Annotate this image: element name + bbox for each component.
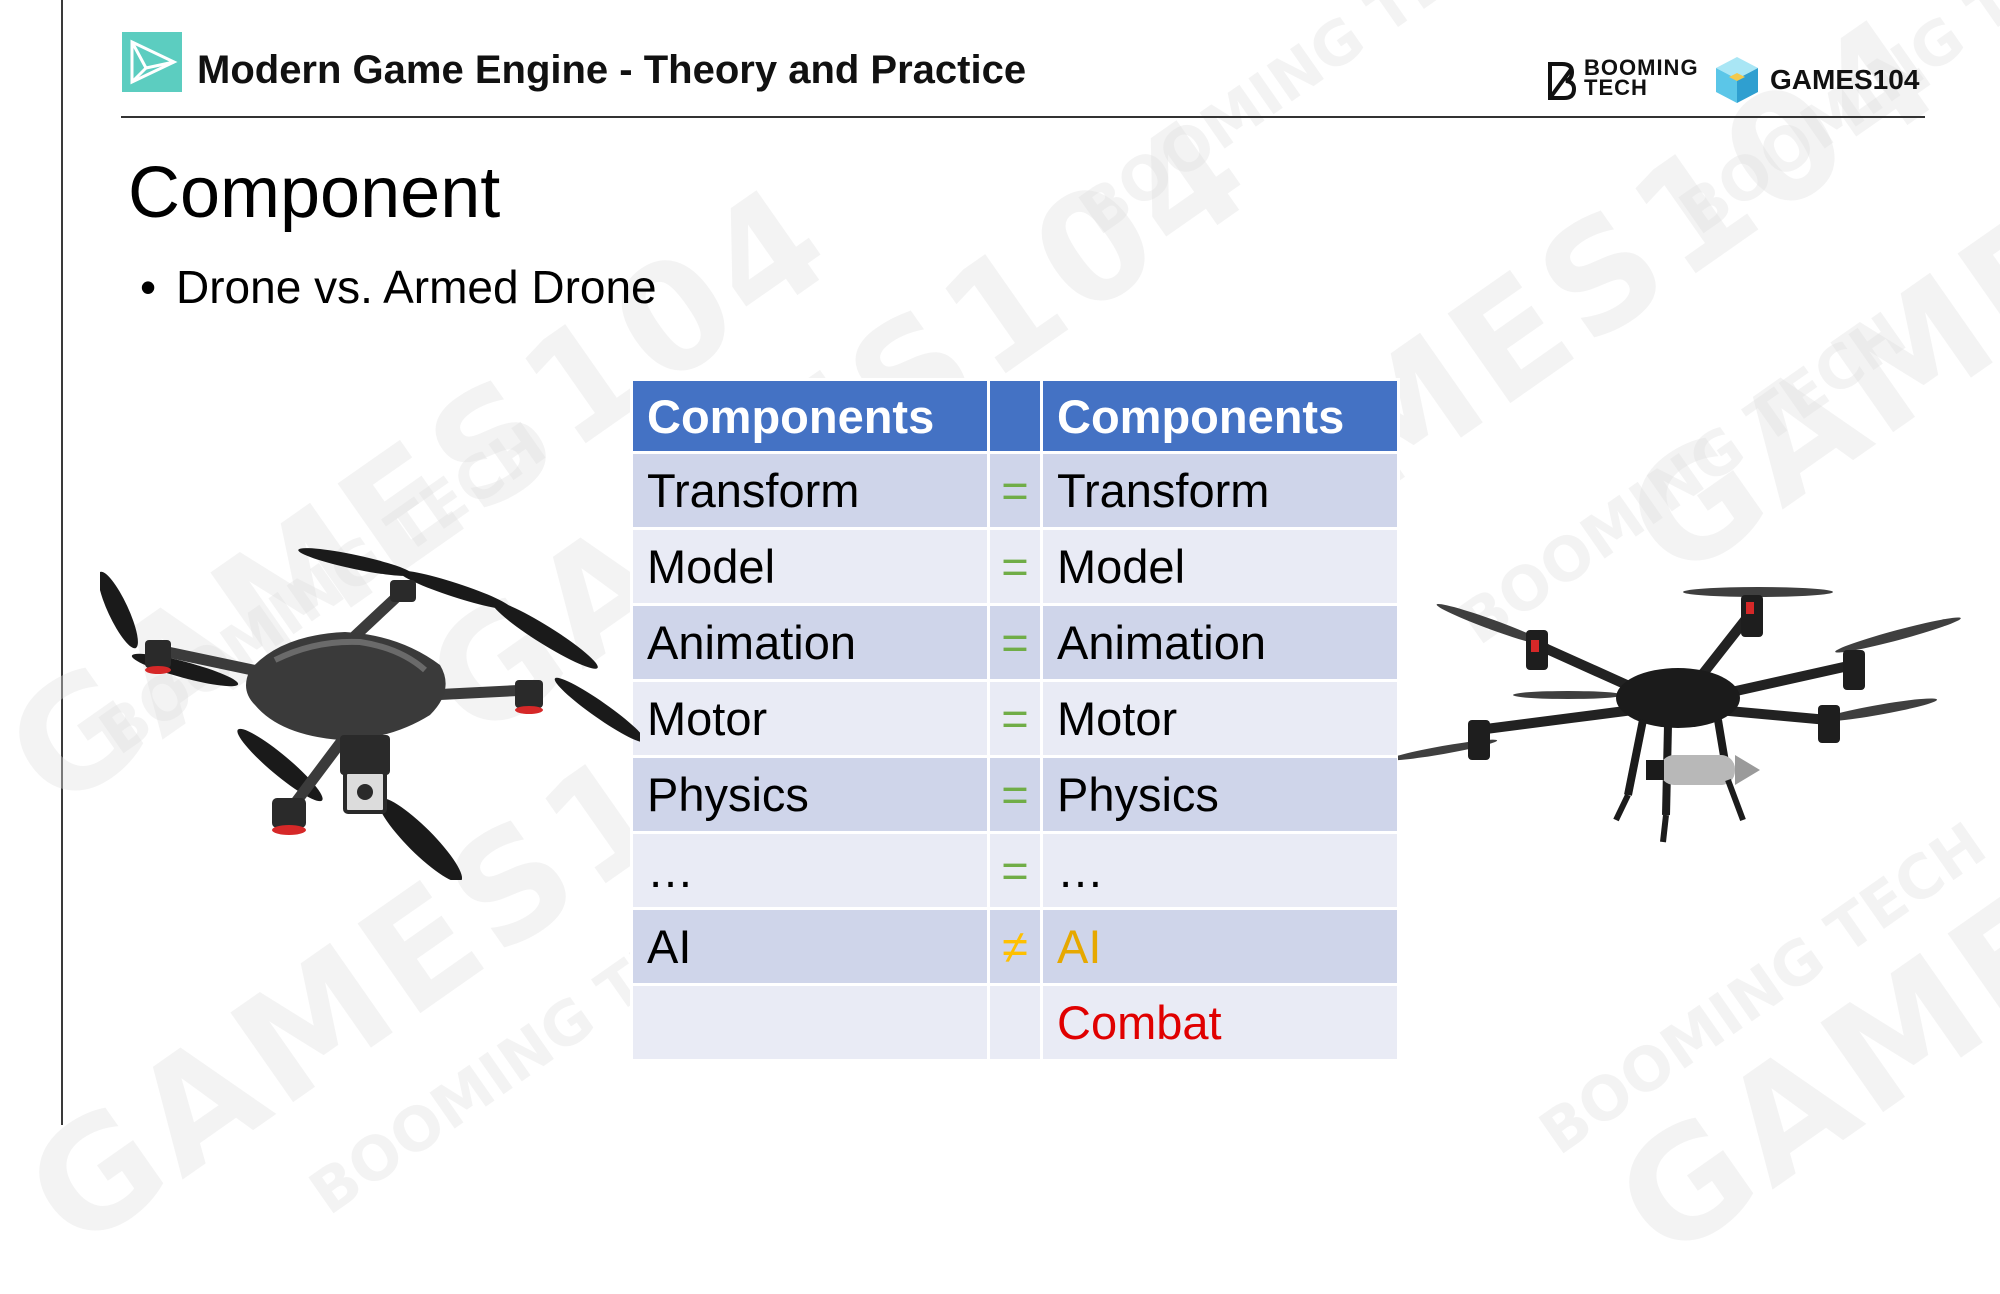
booming-tech-logo-text: TECH (1584, 75, 1648, 100)
comparison-symbol: = (987, 755, 1043, 834)
table-row: Combat (630, 983, 1400, 1062)
component-comparison-table: Components Components Transform = Transf… (630, 378, 1400, 1062)
table-row: AI ≠ AI (630, 907, 1400, 986)
drone-component-cell: Transform (630, 451, 990, 530)
comparison-symbol: = (987, 527, 1043, 606)
table-row: … = … (630, 831, 1400, 910)
bullet-text: Drone vs. Armed Drone (176, 261, 657, 313)
booming-tech-watermark: BOOMING TECH (1067, 0, 1539, 249)
course-title: Modern Game Engine - Theory and Practice (197, 48, 1027, 92)
games104-logo-text: GAMES104 (1770, 64, 1920, 95)
drone-component-cell: … (630, 831, 990, 910)
header-cell-middle (987, 378, 1043, 454)
booming-tech-logo-text: BOOMING (1584, 55, 1699, 80)
table-row: Animation = Animation (630, 603, 1400, 682)
paper-plane-logo-icon (122, 32, 182, 92)
table-header-row: Components Components (630, 378, 1400, 454)
slide-title: Component (128, 153, 501, 233)
bullet-marker: • (140, 261, 157, 313)
drone-component-cell (630, 983, 990, 1062)
table-row: Motor = Motor (630, 679, 1400, 758)
booming-tech-watermark: BOOMING TECH (1527, 809, 1999, 1169)
left-border-line (61, 0, 63, 1125)
comparison-symbol: = (987, 679, 1043, 758)
table-row: Physics = Physics (630, 755, 1400, 834)
drone-component-cell: Animation (630, 603, 990, 682)
armed-drone-component-cell: Combat (1040, 983, 1400, 1062)
comparison-symbol: = (987, 603, 1043, 682)
booming-tech-icon (1548, 62, 1577, 100)
header-divider (121, 116, 1925, 118)
table-row: Model = Model (630, 527, 1400, 606)
drone-component-cell: Model (630, 527, 990, 606)
header-cell-right: Components (1040, 378, 1400, 454)
armed-drone-component-cell: Model (1040, 527, 1400, 606)
comparison-symbol: ≠ (987, 907, 1043, 986)
games104-logo: GAMES104 (1714, 55, 1929, 105)
armed-drone-photo (1398, 587, 1961, 843)
cube-logo-icon (1716, 57, 1758, 103)
header-cell-left: Components (630, 378, 990, 454)
drone-component-cell: AI (630, 907, 990, 986)
armed-drone-component-cell: Animation (1040, 603, 1400, 682)
table-row: Transform = Transform (630, 451, 1400, 530)
armed-drone-component-cell: Physics (1040, 755, 1400, 834)
armed-drone-component-cell: … (1040, 831, 1400, 910)
armed-drone-component-cell: Motor (1040, 679, 1400, 758)
drone-photo (100, 548, 640, 880)
comparison-symbol: = (987, 831, 1043, 910)
bullet-item: • Drone vs. Armed Drone (140, 260, 657, 314)
booming-tech-watermark: BOOMING TECH (1667, 0, 2000, 249)
booming-tech-logo: BOOMING TECH (1546, 56, 1701, 106)
comparison-symbol (987, 983, 1043, 1062)
comparison-symbol: = (987, 451, 1043, 530)
armed-drone-component-cell: Transform (1040, 451, 1400, 530)
drone-component-cell: Motor (630, 679, 990, 758)
drone-component-cell: Physics (630, 755, 990, 834)
armed-drone-component-cell: AI (1040, 907, 1400, 986)
